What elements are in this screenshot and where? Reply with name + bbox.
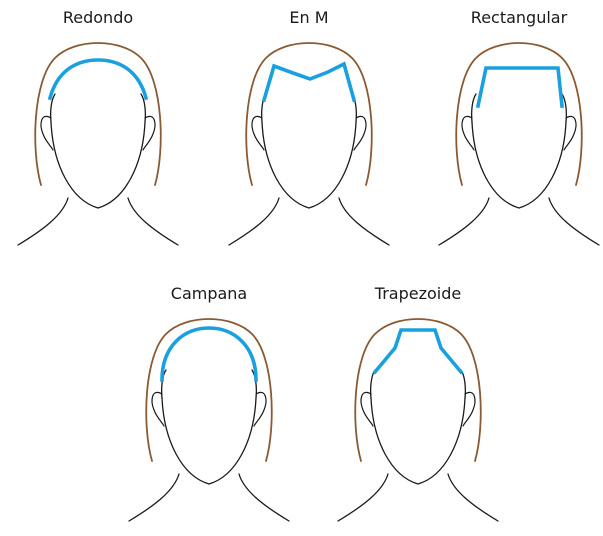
- hairline-panel-en-m: En M: [224, 0, 394, 260]
- hair-outline: [146, 319, 272, 461]
- head-illustration: [434, 0, 603, 262]
- hairline-panel-rectangular: Rectangular: [434, 0, 603, 260]
- head-illustration: [333, 276, 503, 528]
- face-outline: [41, 94, 155, 208]
- face-outline: [252, 94, 366, 208]
- head-illustration: [224, 0, 394, 262]
- head-illustration: [13, 0, 183, 262]
- neck-shoulders: [18, 198, 178, 245]
- hairline-campana: [162, 328, 256, 380]
- hair-outline: [35, 43, 161, 185]
- neck-shoulders: [129, 474, 289, 521]
- hairline-rectangular: [478, 68, 562, 106]
- face-outline: [152, 370, 266, 484]
- hairline-panel-campana: Campana: [124, 276, 294, 536]
- hair-outline: [246, 43, 372, 185]
- hairline-en-m: [264, 64, 354, 100]
- hairline-trapezoide: [375, 330, 461, 372]
- face-outline: [462, 94, 576, 208]
- hair-outline: [355, 319, 481, 461]
- hairline-panel-trapezoide: Trapezoide: [333, 276, 503, 536]
- head-illustration: [124, 276, 294, 528]
- neck-shoulders: [338, 474, 498, 521]
- hairline-panel-redondo: Redondo: [13, 0, 183, 260]
- neck-shoulders: [229, 198, 389, 245]
- hairline-redondo: [50, 60, 146, 98]
- hair-outline: [456, 43, 582, 185]
- neck-shoulders: [439, 198, 599, 245]
- face-outline: [361, 370, 475, 484]
